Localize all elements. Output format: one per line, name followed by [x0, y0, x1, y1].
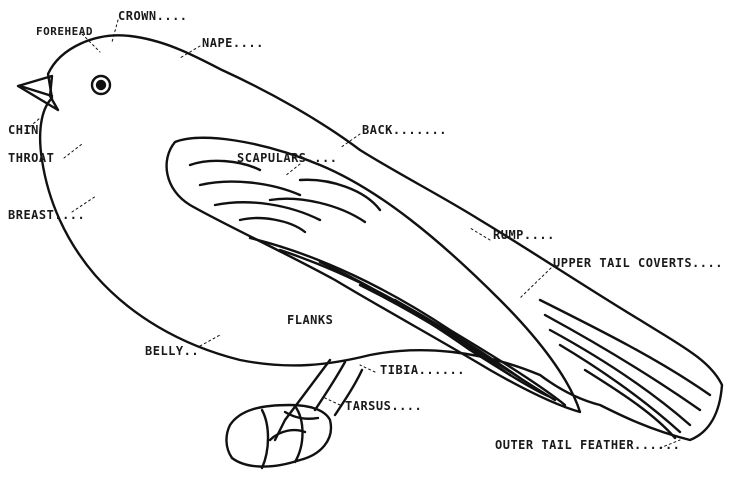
label-outer-tail-feather: OUTER TAIL FEATHER......	[495, 438, 680, 452]
label-chin: CHIN	[8, 123, 39, 137]
label-upper-tail-coverts: UPPER TAIL COVERTS....	[553, 256, 723, 270]
label-back: BACK.......	[362, 123, 447, 137]
label-tibia: TIBIA......	[380, 363, 465, 377]
label-belly: BELLY..	[145, 344, 199, 358]
branch-perch	[226, 405, 331, 467]
label-crown: CROWN....	[118, 9, 188, 23]
label-scapulars: SCAPULARS....	[237, 151, 337, 165]
label-nape: NAPE....	[202, 36, 264, 50]
label-rump: RUMP....	[493, 228, 555, 242]
bird-body-outline	[40, 35, 722, 440]
label-tarsus: TARSUS....	[345, 399, 422, 413]
label-throat: THROAT	[8, 151, 54, 165]
label-forehead: FOREHEAD	[36, 25, 93, 39]
label-flanks: FLANKS	[287, 313, 333, 327]
label-breast: BREAST....	[8, 208, 85, 222]
